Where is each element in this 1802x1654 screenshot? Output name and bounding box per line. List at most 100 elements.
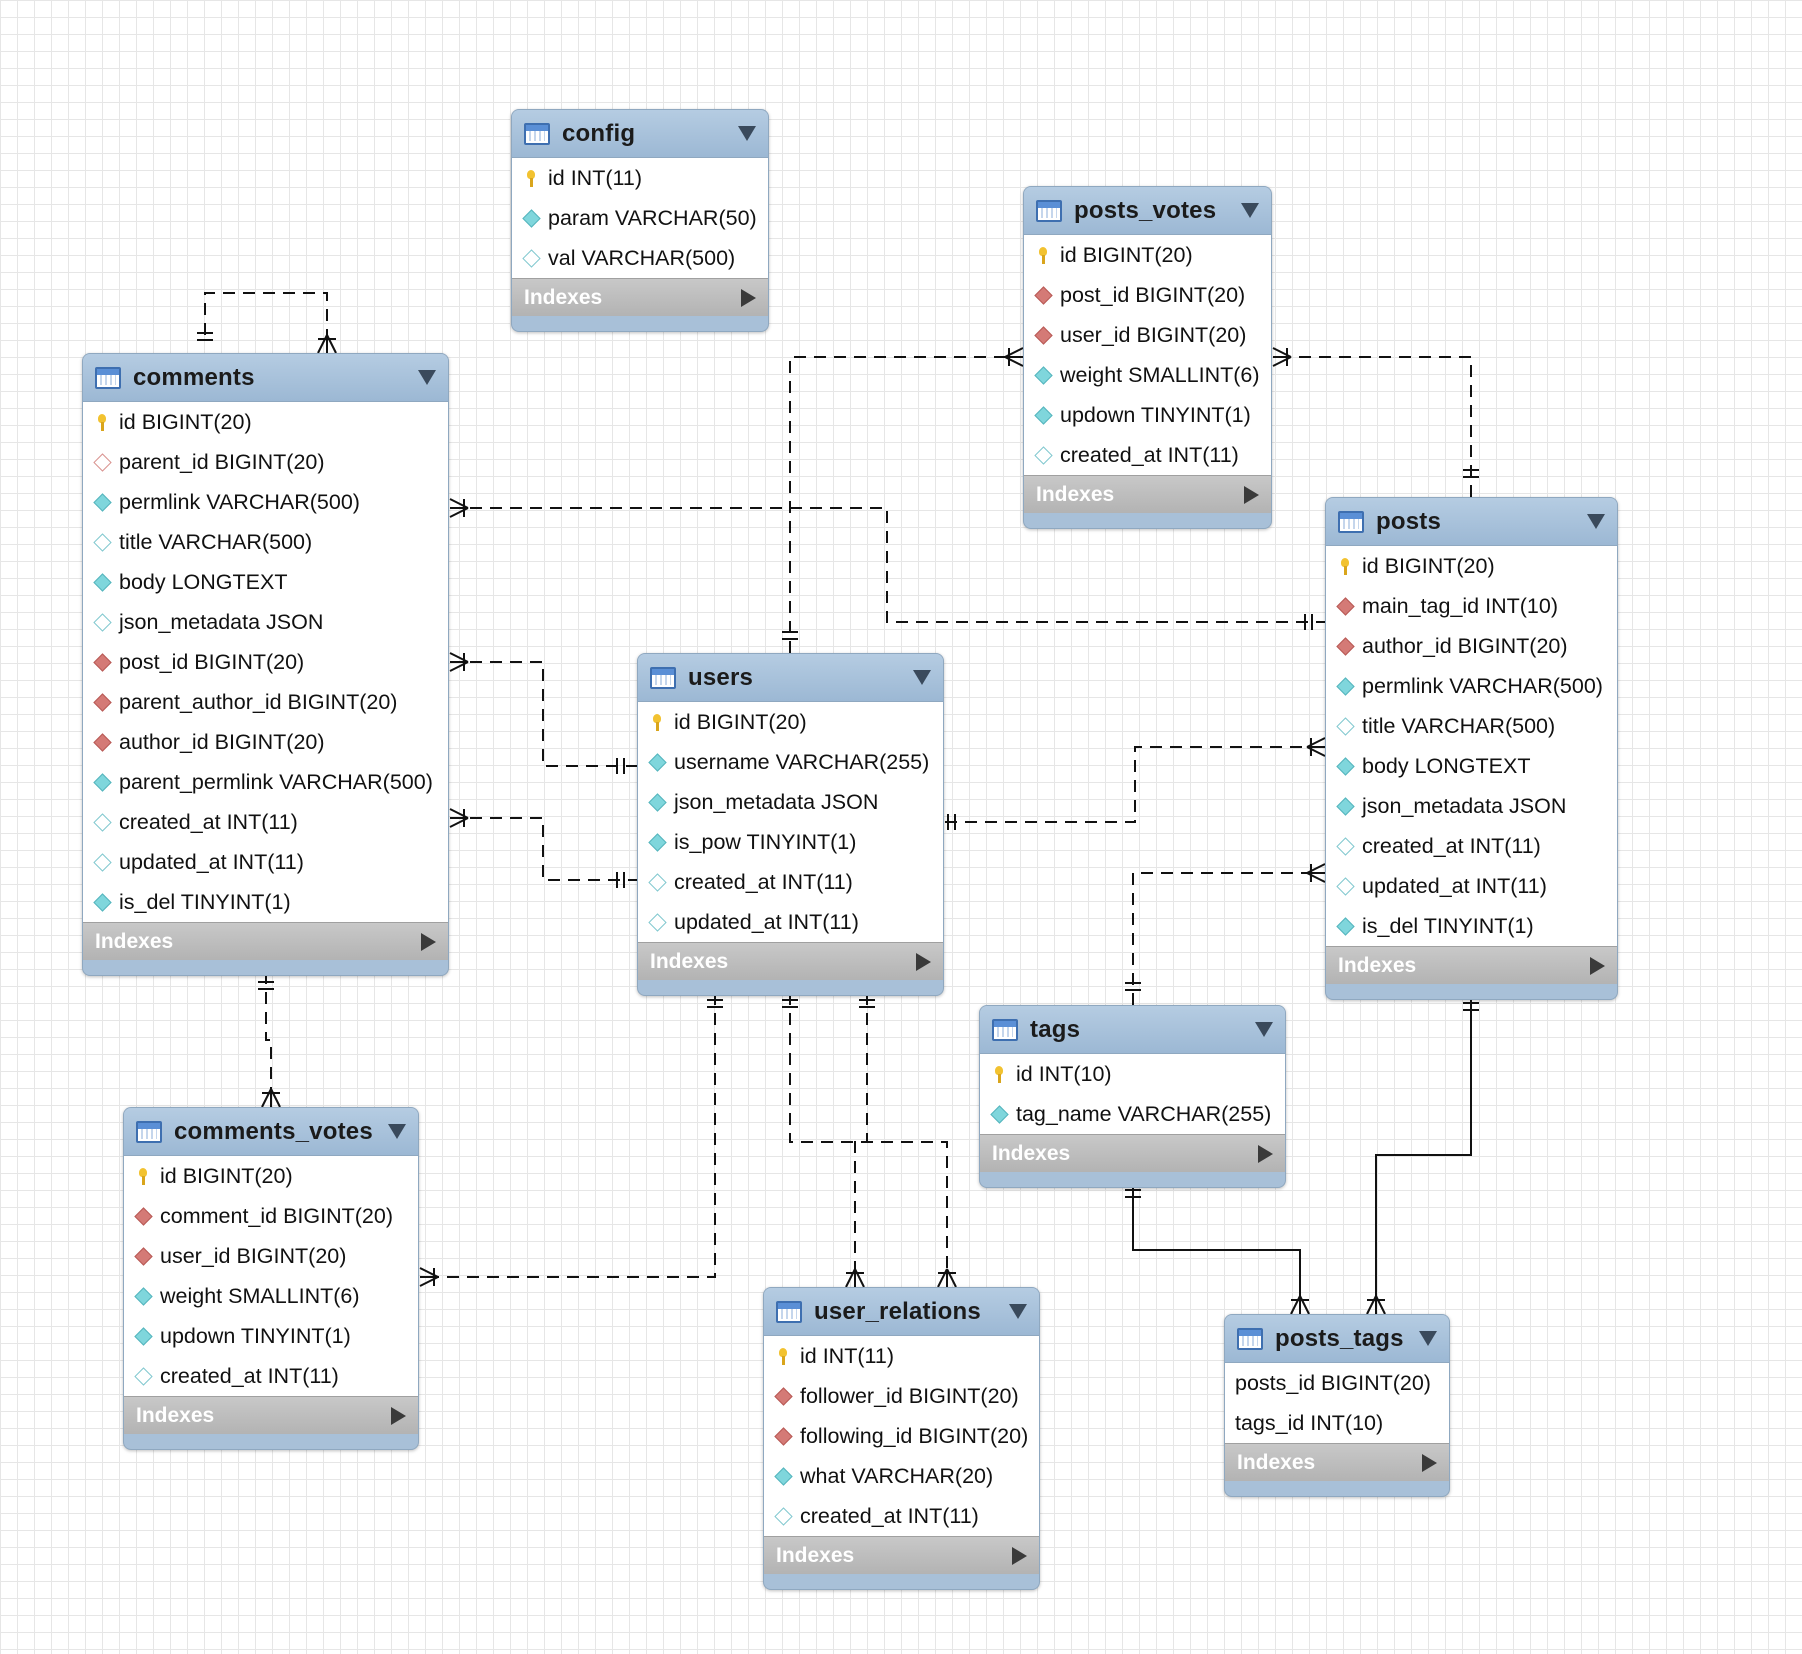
column-row[interactable]: param VARCHAR(50) bbox=[512, 198, 768, 238]
column-row[interactable]: comment_id BIGINT(20) bbox=[124, 1196, 418, 1236]
column-row[interactable]: body LONGTEXT bbox=[1326, 746, 1617, 786]
indexes-bar[interactable]: Indexes bbox=[512, 278, 768, 316]
collapse-triangle-icon[interactable] bbox=[418, 370, 436, 385]
column-row[interactable]: val VARCHAR(500) bbox=[512, 238, 768, 278]
column-row[interactable]: author_id BIGINT(20) bbox=[83, 722, 448, 762]
column-row[interactable]: tags_id INT(10) bbox=[1225, 1403, 1449, 1443]
column-row[interactable]: json_metadata JSON bbox=[638, 782, 943, 822]
expand-triangle-icon[interactable] bbox=[391, 1406, 406, 1425]
column-row[interactable]: updated_at INT(11) bbox=[1326, 866, 1617, 906]
column-row[interactable]: created_at INT(11) bbox=[638, 862, 943, 902]
column-row[interactable]: json_metadata JSON bbox=[83, 602, 448, 642]
table-header[interactable]: posts_tags bbox=[1225, 1315, 1449, 1362]
column-row[interactable]: id INT(11) bbox=[512, 158, 768, 198]
column-row[interactable]: id BIGINT(20) bbox=[638, 702, 943, 742]
column-row[interactable]: title VARCHAR(500) bbox=[1326, 706, 1617, 746]
column-row[interactable]: created_at INT(11) bbox=[83, 802, 448, 842]
expand-triangle-icon[interactable] bbox=[1012, 1546, 1027, 1565]
column-row[interactable]: updated_at INT(11) bbox=[638, 902, 943, 942]
column-row[interactable]: id BIGINT(20) bbox=[1024, 235, 1271, 275]
column-row[interactable]: created_at INT(11) bbox=[1326, 826, 1617, 866]
table-header[interactable]: users bbox=[638, 654, 943, 701]
expand-triangle-icon[interactable] bbox=[1422, 1453, 1437, 1472]
column-row[interactable]: parent_author_id BIGINT(20) bbox=[83, 682, 448, 722]
column-row[interactable]: created_at INT(11) bbox=[1024, 435, 1271, 475]
relation-line-users-postsvotes bbox=[789, 356, 1023, 653]
expand-triangle-icon[interactable] bbox=[916, 952, 931, 971]
indexes-bar[interactable]: Indexes bbox=[1225, 1443, 1449, 1481]
expand-triangle-icon[interactable] bbox=[1244, 485, 1259, 504]
column-row[interactable]: created_at INT(11) bbox=[124, 1356, 418, 1396]
expand-triangle-icon[interactable] bbox=[1258, 1144, 1273, 1163]
relation-line-comments-posts bbox=[450, 507, 1325, 623]
table-header[interactable]: tags bbox=[980, 1006, 1285, 1053]
column-row[interactable]: main_tag_id INT(10) bbox=[1326, 586, 1617, 626]
column-row[interactable]: title VARCHAR(500) bbox=[83, 522, 448, 562]
column-row[interactable]: permlink VARCHAR(500) bbox=[83, 482, 448, 522]
column-row[interactable]: is_pow TINYINT(1) bbox=[638, 822, 943, 862]
column-row[interactable]: posts_id BIGINT(20) bbox=[1225, 1363, 1449, 1403]
column-row[interactable]: id BIGINT(20) bbox=[83, 402, 448, 442]
collapse-triangle-icon[interactable] bbox=[738, 126, 756, 141]
column-row[interactable]: what VARCHAR(20) bbox=[764, 1456, 1039, 1496]
column-row[interactable]: json_metadata JSON bbox=[1326, 786, 1617, 826]
column-row[interactable]: created_at INT(11) bbox=[764, 1496, 1039, 1536]
indexes-bar[interactable]: Indexes bbox=[83, 922, 448, 960]
expand-triangle-icon[interactable] bbox=[421, 932, 436, 951]
collapse-triangle-icon[interactable] bbox=[1255, 1022, 1273, 1037]
collapse-triangle-icon[interactable] bbox=[1009, 1304, 1027, 1319]
collapse-triangle-icon[interactable] bbox=[1419, 1331, 1437, 1346]
collapse-triangle-icon[interactable] bbox=[913, 670, 931, 685]
column-row[interactable]: user_id BIGINT(20) bbox=[124, 1236, 418, 1276]
table-header[interactable]: comments_votes bbox=[124, 1108, 418, 1155]
table-header[interactable]: posts_votes bbox=[1024, 187, 1271, 234]
collapse-triangle-icon[interactable] bbox=[1241, 203, 1259, 218]
column-row[interactable]: id BIGINT(20) bbox=[1326, 546, 1617, 586]
column-row[interactable]: id INT(11) bbox=[764, 1336, 1039, 1376]
column-row[interactable]: is_del TINYINT(1) bbox=[1326, 906, 1617, 946]
column-row[interactable]: parent_permlink VARCHAR(500) bbox=[83, 762, 448, 802]
column-row[interactable]: post_id BIGINT(20) bbox=[83, 642, 448, 682]
column-row[interactable]: username VARCHAR(255) bbox=[638, 742, 943, 782]
collapse-triangle-icon[interactable] bbox=[388, 1124, 406, 1139]
indexes-bar[interactable]: Indexes bbox=[980, 1134, 1285, 1172]
expand-triangle-icon[interactable] bbox=[1590, 956, 1605, 975]
table-header[interactable]: user_relations bbox=[764, 1288, 1039, 1335]
indexes-bar[interactable]: Indexes bbox=[1326, 946, 1617, 984]
column-row[interactable]: follower_id BIGINT(20) bbox=[764, 1376, 1039, 1416]
column-row[interactable]: is_del TINYINT(1) bbox=[83, 882, 448, 922]
column-row[interactable]: id BIGINT(20) bbox=[124, 1156, 418, 1196]
column-row[interactable]: permlink VARCHAR(500) bbox=[1326, 666, 1617, 706]
collapse-triangle-icon[interactable] bbox=[1587, 514, 1605, 529]
indexes-bar[interactable]: Indexes bbox=[124, 1396, 418, 1434]
column-row[interactable]: following_id BIGINT(20) bbox=[764, 1416, 1039, 1456]
table-header[interactable]: posts bbox=[1326, 498, 1617, 545]
column-row[interactable]: author_id BIGINT(20) bbox=[1326, 626, 1617, 666]
column-row[interactable]: updown TINYINT(1) bbox=[124, 1316, 418, 1356]
expand-triangle-icon[interactable] bbox=[741, 288, 756, 307]
table-header[interactable]: comments bbox=[83, 354, 448, 401]
table-header[interactable]: config bbox=[512, 110, 768, 157]
column-row[interactable]: id INT(10) bbox=[980, 1054, 1285, 1094]
indexes-bar[interactable]: Indexes bbox=[638, 942, 943, 980]
column-row[interactable]: post_id BIGINT(20) bbox=[1024, 275, 1271, 315]
column-row[interactable]: parent_id BIGINT(20) bbox=[83, 442, 448, 482]
column-row[interactable]: tag_name VARCHAR(255) bbox=[980, 1094, 1285, 1134]
column-row[interactable]: updated_at INT(11) bbox=[83, 842, 448, 882]
column-row[interactable]: user_id BIGINT(20) bbox=[1024, 315, 1271, 355]
column-row[interactable]: body LONGTEXT bbox=[83, 562, 448, 602]
indexes-bar[interactable]: Indexes bbox=[764, 1536, 1039, 1574]
column-row[interactable]: weight SMALLINT(6) bbox=[124, 1276, 418, 1316]
indexes-bar[interactable]: Indexes bbox=[1024, 475, 1271, 513]
column-row[interactable]: weight SMALLINT(6) bbox=[1024, 355, 1271, 395]
column-row[interactable]: updown TINYINT(1) bbox=[1024, 395, 1271, 435]
